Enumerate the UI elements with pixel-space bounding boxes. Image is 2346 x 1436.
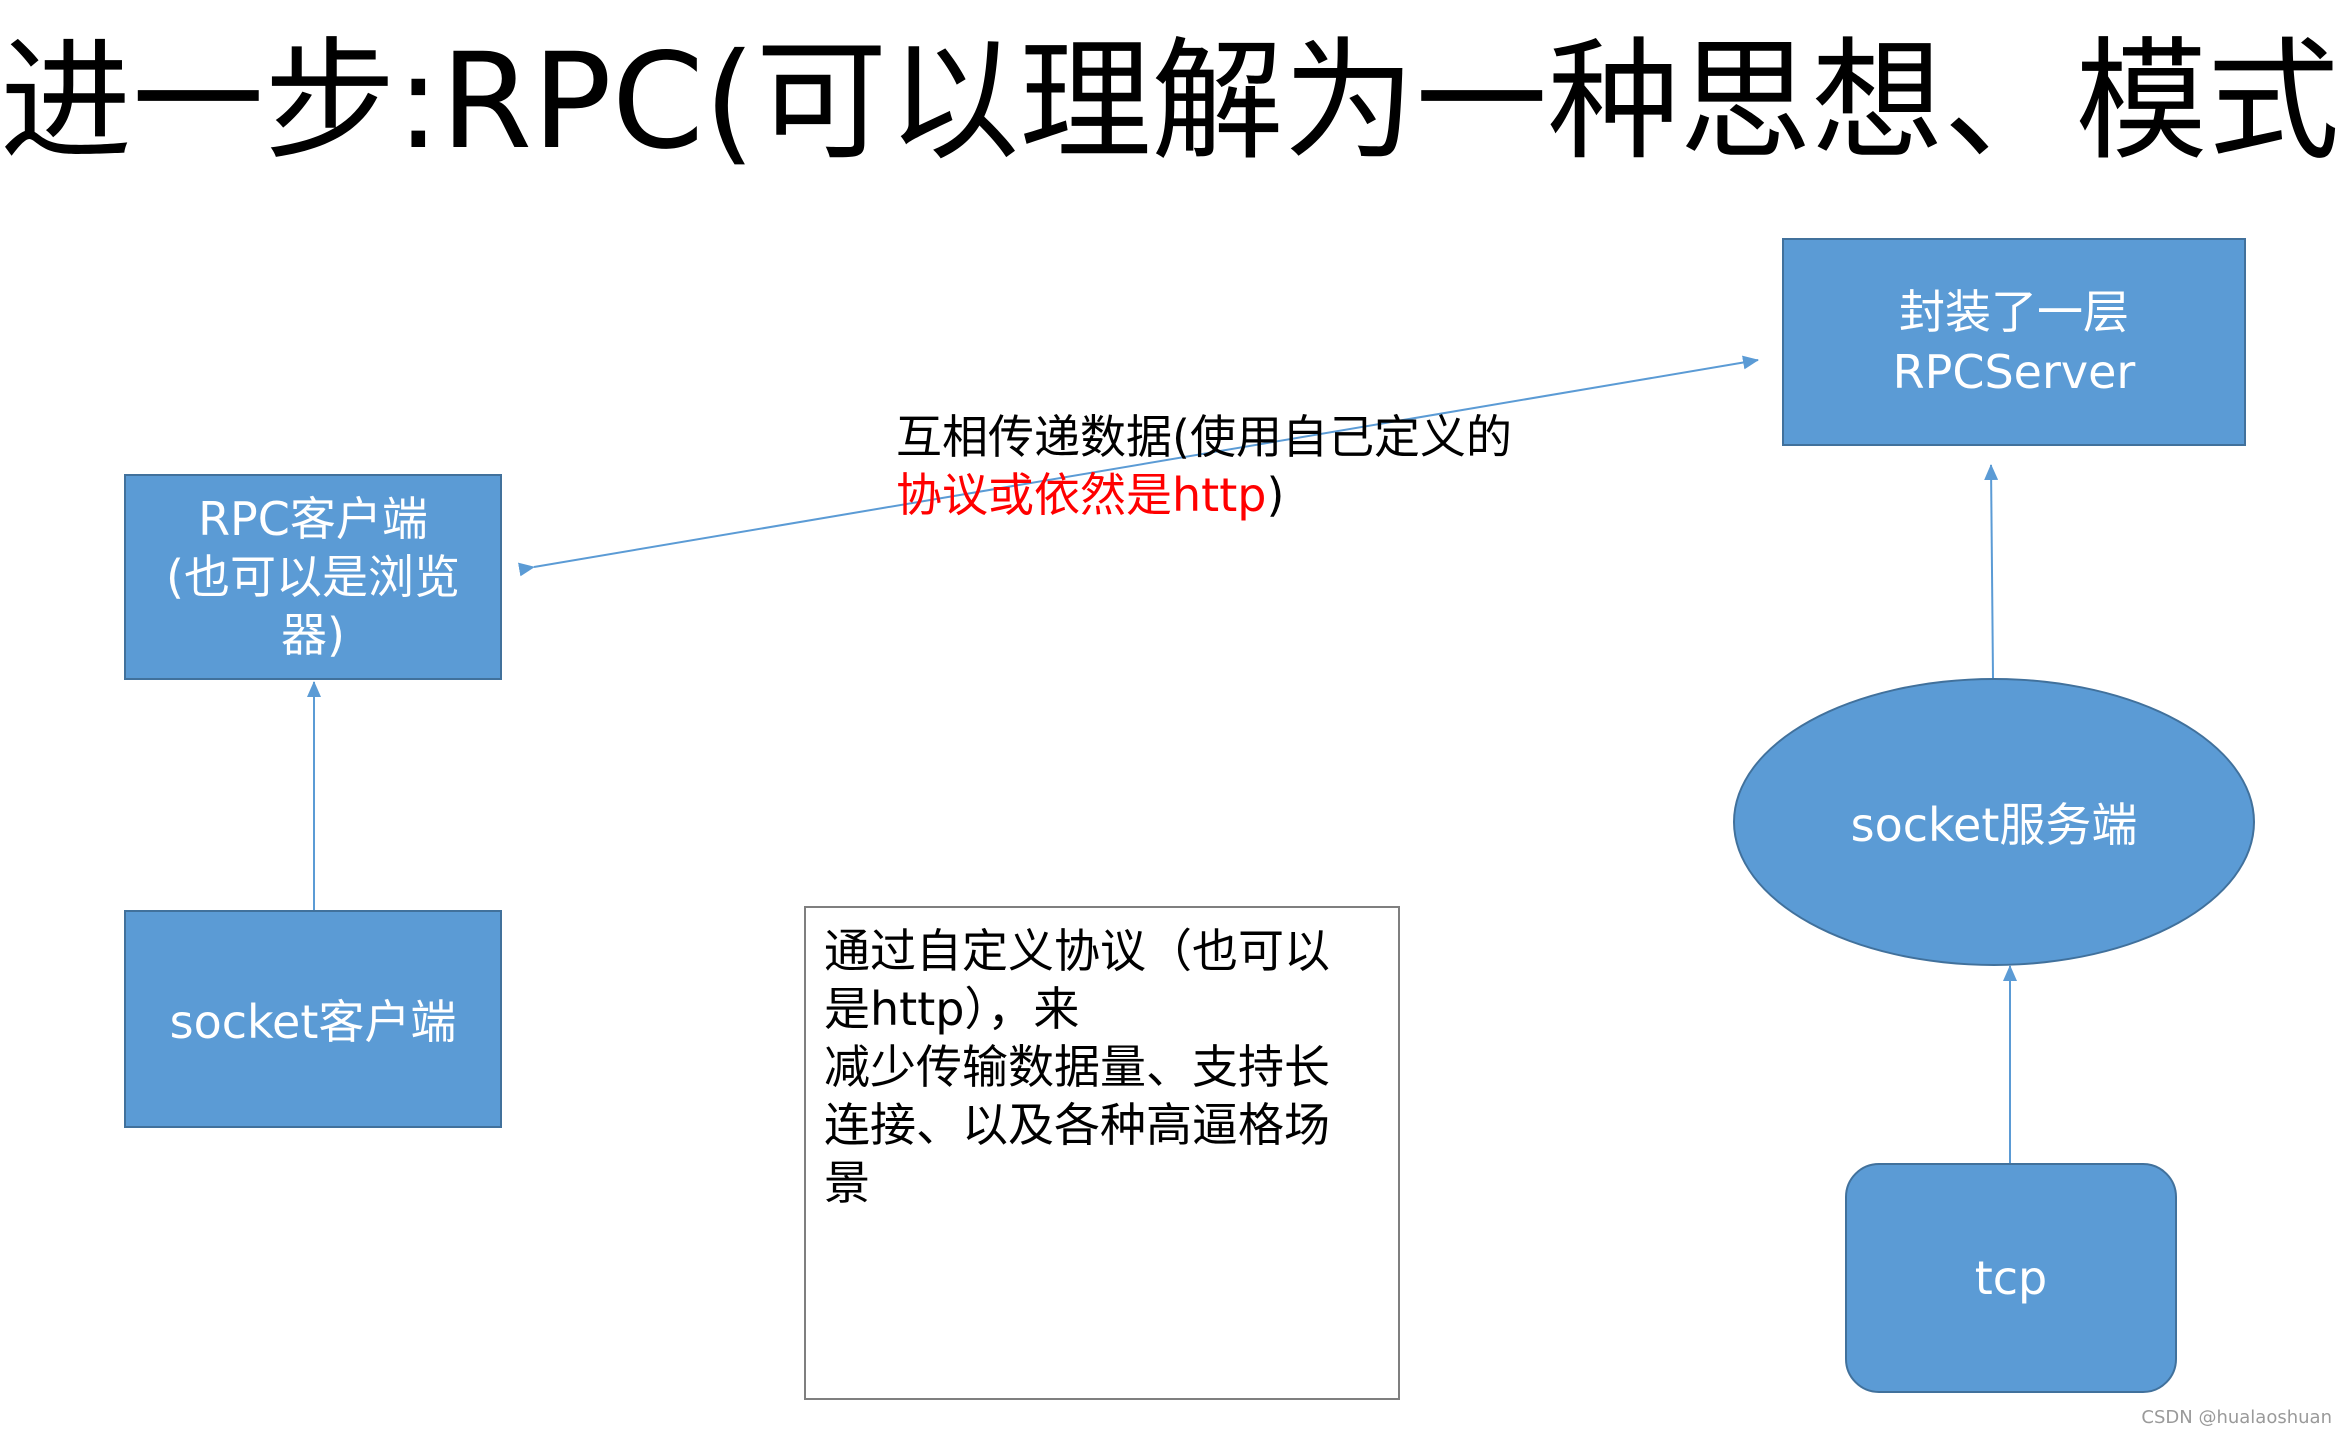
socket-server-ellipse: socket服务端 xyxy=(1733,678,2255,966)
rpc-server-line-1: 封装了一层 xyxy=(1898,285,2129,339)
edge-label-closing-paren: ) xyxy=(1266,468,1285,522)
rpc-server-line-2: RPCServer xyxy=(1892,345,2136,399)
note-box: 通过自定义协议（也可以 是http），来 减少传输数据量、支持长 连接、以及各种… xyxy=(804,906,1400,1400)
edge-label-highlight: 协议或依然是http xyxy=(896,468,1267,522)
arrow-socket-server-to-rpc-server xyxy=(1984,464,1999,679)
tcp-label: tcp xyxy=(1974,1251,2048,1305)
rpc-client-line-2: (也可以是浏览 xyxy=(166,550,460,604)
note-line-3: 减少传输数据量、支持长 xyxy=(824,1040,1330,1094)
socket-client-label: socket客户端 xyxy=(169,995,457,1049)
note-line-2: 是http），来 xyxy=(824,982,1080,1036)
rpc-client-box: RPC客户端 (也可以是浏览 器) xyxy=(124,474,502,680)
arrow-bidirectional-client-server xyxy=(518,355,1759,577)
rpc-client-line-3: 器) xyxy=(281,608,345,662)
tcp-box: tcp xyxy=(1845,1163,2177,1393)
socket-client-box: socket客户端 xyxy=(124,910,502,1128)
note-line-5: 景 xyxy=(824,1156,870,1210)
edge-label: 互相传递数据(使用自己定义的 协议或依然是http) xyxy=(896,408,1512,524)
watermark: CSDN @hualaoshuan xyxy=(2141,1407,2332,1428)
edge-label-line-1: 互相传递数据(使用自己定义的 xyxy=(896,410,1512,464)
note-line-4: 连接、以及各种高逼格场 xyxy=(824,1098,1330,1152)
page-title: 进一步:RPC(可以理解为一种思想、模式) xyxy=(0,25,2346,179)
socket-server-label: socket服务端 xyxy=(1850,798,2138,852)
rpc-client-line-1: RPC客户端 xyxy=(198,492,428,546)
rpc-server-box: 封装了一层 RPCServer xyxy=(1782,238,2246,446)
note-line-1: 通过自定义协议（也可以 xyxy=(824,924,1330,978)
